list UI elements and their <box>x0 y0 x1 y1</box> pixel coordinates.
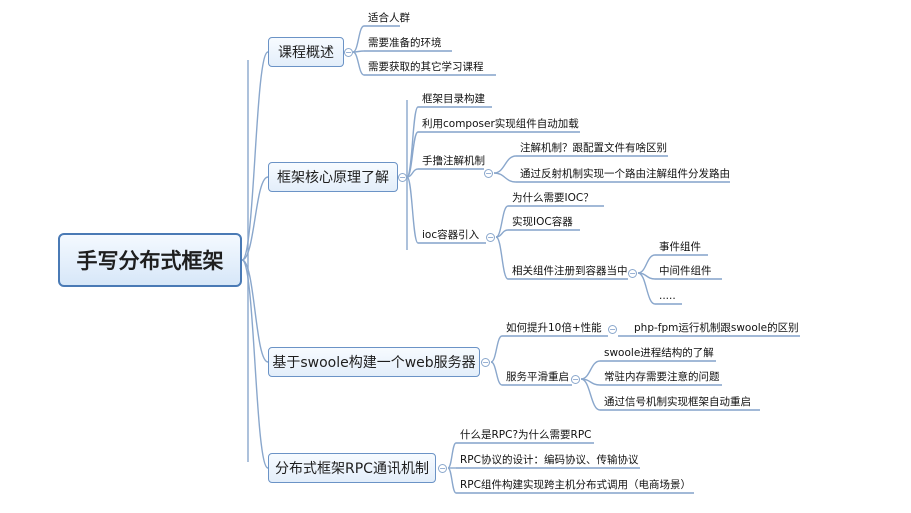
leaf-implement-ioc[interactable]: 实现IOC容器 <box>512 216 573 228</box>
collapse-toggle-overview[interactable]: − <box>344 47 353 57</box>
leaf-swoole-process[interactable]: swoole进程结构的了解 <box>604 347 714 359</box>
leaf-ioc-container[interactable]: ioc容器引入 <box>422 229 480 241</box>
link-directory <box>406 106 419 178</box>
leaf-directory-structure[interactable]: 框架目录构建 <box>422 93 485 105</box>
leaf-what-is-rpc[interactable]: 什么是RPC?为什么需要RPC <box>460 429 592 441</box>
leaf-annotation-vs-config[interactable]: 注解机制？跟配置文件有啥区别 <box>520 142 667 154</box>
leaf-phpfpm-vs-swoole[interactable]: php-fpm运行机制跟swoole的区别 <box>634 322 799 334</box>
leaf-composer-autoload[interactable]: 利用composer实现组件自动加载 <box>422 118 579 130</box>
root-link-overview <box>241 51 269 261</box>
collapse-toggle-swoole[interactable]: − <box>481 357 490 367</box>
link-implement-ioc <box>495 229 509 238</box>
leaf-annotation-mechanism[interactable]: 手撸注解机制 <box>422 155 485 167</box>
branch-course-overview[interactable]: 课程概述 <box>268 37 344 67</box>
leaf-middleware-component[interactable]: 中间件组件 <box>659 265 712 277</box>
root-link-rpc <box>241 259 269 469</box>
link-reflection-routing <box>493 172 517 183</box>
link-signal <box>580 378 601 411</box>
root-link-swoole <box>241 259 269 363</box>
collapse-toggle-performance[interactable]: − <box>608 324 617 334</box>
link-rpc-component <box>447 467 457 494</box>
leaf-target-audience[interactable]: 适合人群 <box>368 12 410 24</box>
link-annotation-vs-config <box>493 155 517 174</box>
leaf-why-ioc[interactable]: 为什么需要IOC？ <box>512 192 594 204</box>
branch-swoole-web-server[interactable]: 基于swoole构建一个web服务器 <box>268 347 480 377</box>
leaf-reflection-routing[interactable]: 通过反射机制实现一个路由注解组件分发路由 <box>520 168 730 180</box>
link-other-courses <box>352 51 365 76</box>
branch-rpc-mechanism[interactable]: 分布式框架RPC通讯机制 <box>268 453 436 483</box>
collapse-toggle-rpc[interactable]: − <box>438 463 447 473</box>
collapse-toggle-annotation[interactable]: − <box>484 168 493 178</box>
root-node[interactable]: 手写分布式框架 <box>58 233 242 287</box>
collapse-toggle-restart[interactable]: − <box>571 374 580 384</box>
collapse-toggle-ioc[interactable]: − <box>486 232 495 242</box>
link-ioc <box>406 176 419 244</box>
link-restart <box>490 361 503 386</box>
leaf-register-components[interactable]: 相关组件注册到容器当中 <box>512 265 628 277</box>
link-register <box>495 236 509 280</box>
leaf-rpc-protocol[interactable]: RPC协议的设计：编码协议、传输协议 <box>460 454 639 466</box>
link-why-ioc <box>495 205 509 238</box>
link-event <box>637 254 656 274</box>
leaf-environment[interactable]: 需要准备的环境 <box>368 37 442 49</box>
link-annotation <box>406 168 419 178</box>
leaf-other-courses[interactable]: 需要获取的其它学习课程 <box>368 61 484 73</box>
link-what-rpc <box>447 442 457 469</box>
leaf-rpc-component[interactable]: RPC组件构建实现跨主机分布式调用（电商场景） <box>460 479 691 491</box>
leaf-memory-resident[interactable]: 常驻内存需要注意的问题 <box>604 371 720 383</box>
link-more <box>637 272 656 305</box>
leaf-graceful-restart[interactable]: 服务平滑重启 <box>506 371 569 383</box>
collapse-toggle-register[interactable]: − <box>628 268 637 278</box>
leaf-event-component[interactable]: 事件组件 <box>659 241 701 253</box>
root-link-core <box>241 176 269 261</box>
leaf-performance[interactable]: 如何提升10倍+性能 <box>506 322 602 334</box>
leaf-signal-restart[interactable]: 通过信号机制实现框架自动重启 <box>604 396 751 408</box>
branch-framework-core[interactable]: 框架核心原理了解 <box>268 162 398 192</box>
link-performance <box>490 335 503 363</box>
link-audience <box>352 25 365 53</box>
leaf-more-components[interactable]: ..... <box>659 290 676 302</box>
link-swoole-process <box>580 360 601 380</box>
link-composer <box>406 131 419 178</box>
collapse-toggle-core[interactable]: − <box>398 172 407 182</box>
